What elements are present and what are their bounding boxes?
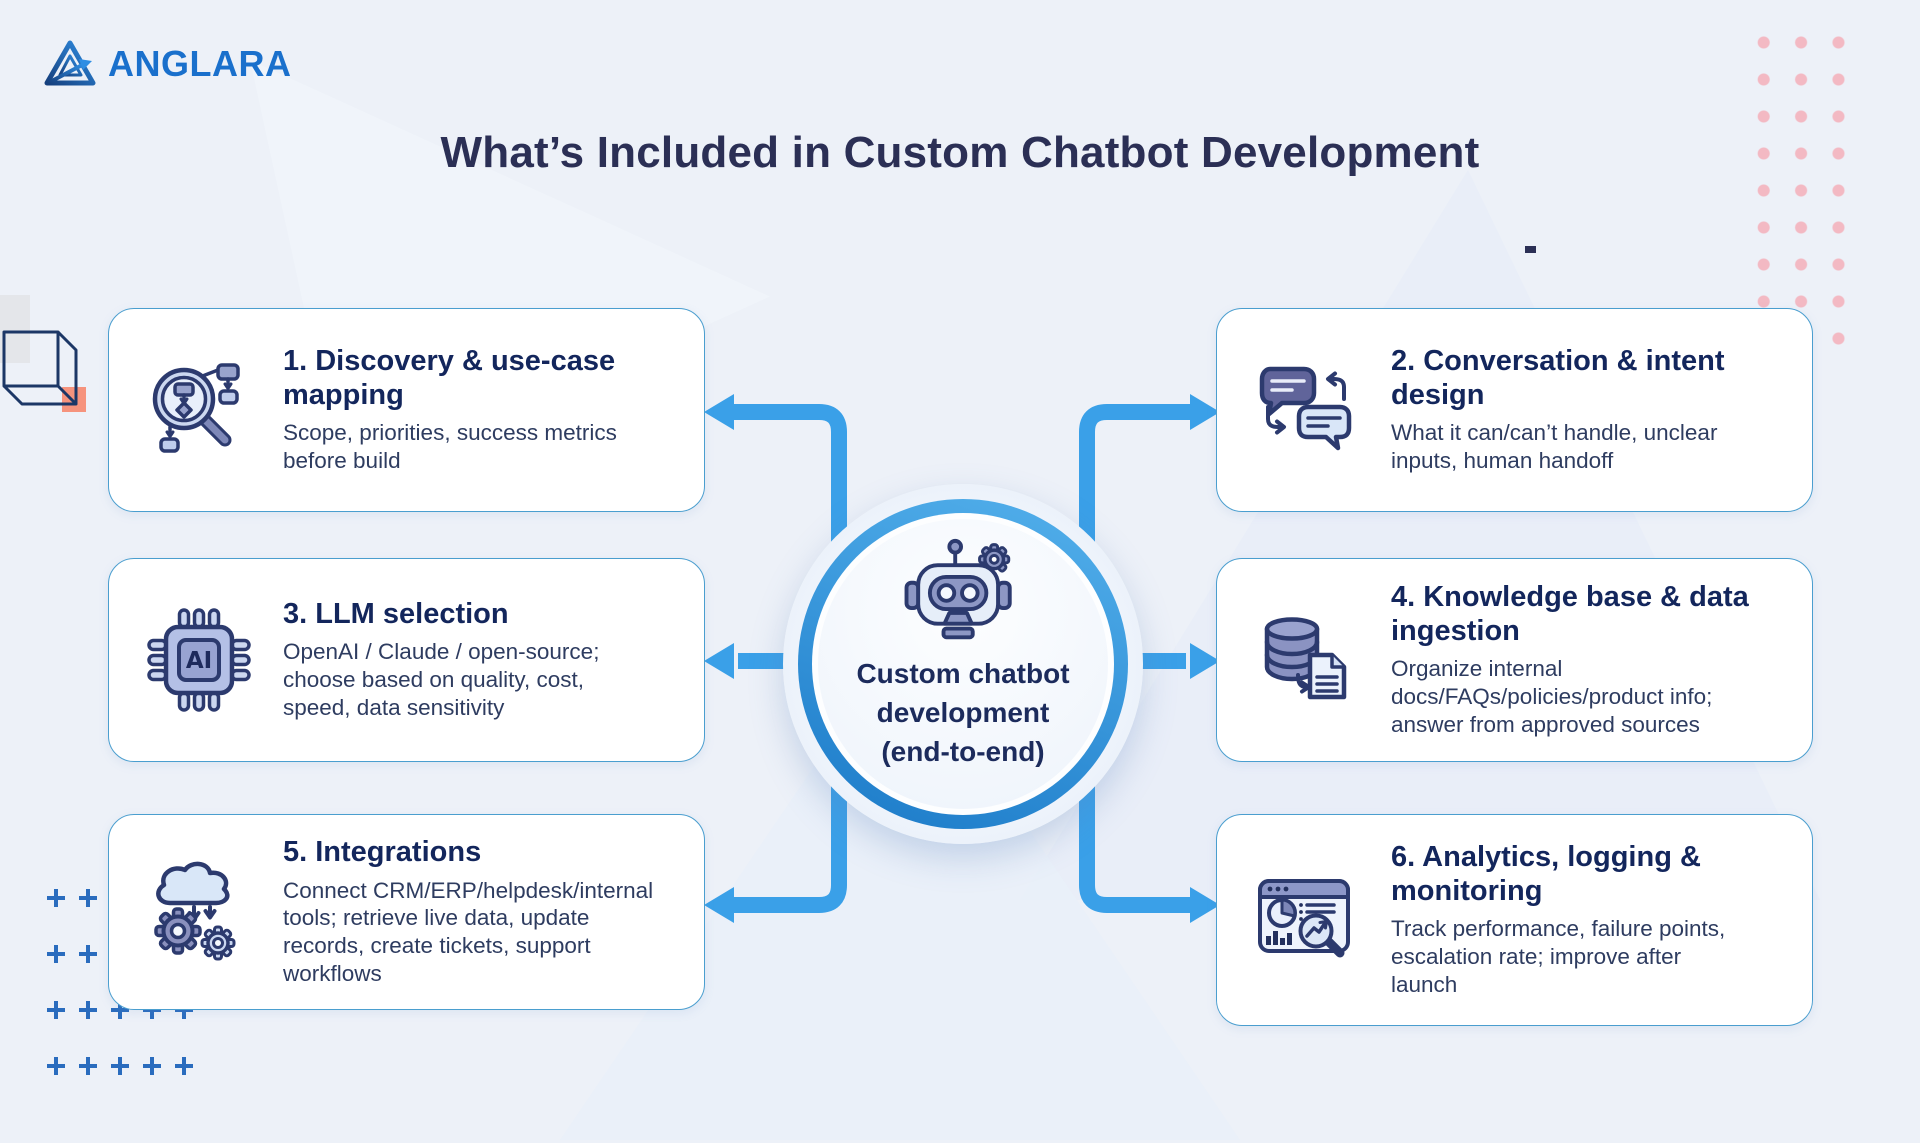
card-integrations: 5. Integrations Connect CRM/ERP/helpdesk… (108, 814, 705, 1010)
plus-icon (175, 1001, 193, 1019)
plus-icon (79, 945, 97, 963)
plus-icon (47, 1001, 65, 1019)
card-knowledge-base: 4. Knowledge base & data ingestion Organ… (1216, 558, 1813, 762)
database-doc-icon (1251, 605, 1363, 715)
card-llm-selection: AI 3. LLM selection OpenAI / Claude / op… (108, 558, 705, 762)
ai-chip-icon: AI (143, 605, 255, 715)
plus-icon (175, 1057, 193, 1075)
pink-dot-grid (1745, 24, 1857, 357)
plus-icon (47, 1057, 65, 1075)
card-body: Scope, priorities, success metrics befor… (283, 420, 617, 474)
central-hub: Custom chatbot development (end-to-end) (783, 484, 1143, 844)
plus-icon (111, 1057, 129, 1075)
plus-icon (143, 1001, 161, 1019)
card-body: Connect CRM/ERP/helpdesk/internal tools;… (283, 877, 654, 987)
card-title: 4. Knowledge base & data ingestion (1391, 581, 1749, 647)
card-analytics: 6. Analytics, logging & monitoring Track… (1216, 814, 1813, 1026)
plus-icon (47, 945, 65, 963)
svg-text:AI: AI (186, 648, 212, 674)
plus-icon (79, 1001, 97, 1019)
hub-label: Custom chatbot development (end-to-end) (856, 658, 1070, 767)
cube-outline-icon (0, 295, 86, 412)
card-body: Organize internal docs/FAQs/policies/pro… (1391, 656, 1713, 738)
chat-bubbles-icon (1251, 355, 1363, 465)
card-body: What it can/can’t handle, unclear inputs… (1391, 420, 1718, 474)
brand-logo: ANGLARA (44, 40, 291, 88)
card-body: OpenAI / Claude / open-source; choose ba… (283, 639, 600, 721)
plus-icon (79, 1057, 97, 1075)
brand-name: ANGLARA (108, 43, 292, 84)
card-title: 3. LLM selection (283, 597, 509, 630)
plus-icon (79, 889, 97, 907)
card-title: 6. Analytics, logging & monitoring (1391, 841, 1701, 907)
magnifier-flowchart-icon (143, 355, 255, 465)
plus-icon (111, 1001, 129, 1019)
card-conversation-design: 2. Conversation & intent design What it … (1216, 308, 1813, 512)
card-title: 2. Conversation & intent design (1391, 344, 1725, 411)
card-title: 5. Integrations (283, 835, 482, 868)
triangle-arrow-icon (44, 40, 96, 86)
robot-icon (904, 538, 1012, 640)
dash-mark (1525, 246, 1536, 253)
card-title: 1. Discovery & use-case mapping (283, 344, 616, 411)
cloud-gears-icon (143, 857, 255, 967)
plus-icon (143, 1057, 161, 1075)
dashboard-chart-icon (1251, 865, 1363, 975)
card-discovery: 1. Discovery & use-case mapping Scope, p… (108, 308, 705, 512)
card-body: Track performance, failure points, escal… (1391, 916, 1726, 998)
page-title: What’s Included in Custom Chatbot Develo… (440, 128, 1480, 177)
plus-icon (47, 889, 65, 907)
